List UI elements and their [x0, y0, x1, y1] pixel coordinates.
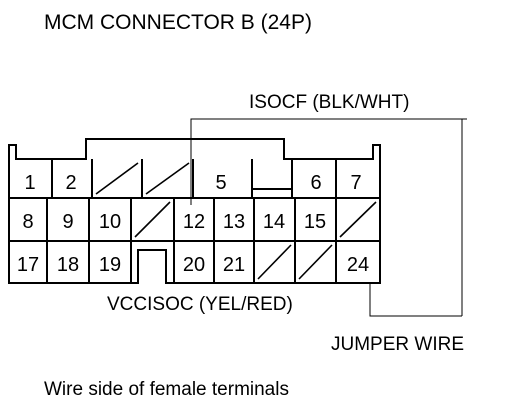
pin-19: 19: [99, 254, 121, 276]
pin-17: 17: [17, 254, 39, 276]
pin-20: 20: [183, 254, 205, 276]
pin-15: 15: [304, 211, 326, 233]
pin-12: 12: [183, 211, 205, 233]
unused-pin-slash: [145, 162, 190, 195]
isocf-label: ISOCF (BLK/WHT): [249, 92, 409, 113]
pin-7: 7: [350, 172, 361, 194]
unused-pin-slash: [298, 244, 333, 280]
pin-1: 1: [24, 172, 35, 194]
isocf-wire: [190, 118, 463, 316]
diagram-title: MCM CONNECTOR B (24P): [44, 11, 312, 34]
bottom-key-notch: [138, 250, 166, 284]
jumper-wire-label: JUMPER WIRE: [331, 334, 464, 355]
pin-5: 5: [215, 172, 226, 194]
connector-housing: [8, 138, 381, 284]
pin-2: 2: [65, 172, 76, 194]
pin-18: 18: [57, 254, 79, 276]
unused-pin-slash: [339, 201, 377, 238]
pin-6: 6: [310, 172, 321, 194]
pin-13: 13: [223, 211, 245, 233]
unused-pin-slash: [95, 162, 139, 195]
pin-9: 9: [62, 211, 73, 233]
pin-labels: 1 2 5 6 7 8 9 10 12 13 14 15 17 18 19 20…: [17, 172, 369, 276]
pin-10: 10: [99, 211, 121, 233]
bottom-key-notch-outline: [137, 249, 167, 284]
vccisoc-label: VCCISOC (YEL/RED): [107, 294, 293, 315]
unused-pin-slash: [257, 244, 292, 280]
vccisoc-wire: [369, 283, 462, 317]
pin-14: 14: [263, 211, 285, 233]
pin-8: 8: [22, 211, 33, 233]
key-notch-fill: [253, 160, 291, 188]
unused-pin-slash: [134, 201, 171, 238]
pin-21: 21: [223, 254, 245, 276]
footer-caption: Wire side of female terminals: [44, 379, 289, 400]
pin-24: 24: [347, 254, 369, 276]
